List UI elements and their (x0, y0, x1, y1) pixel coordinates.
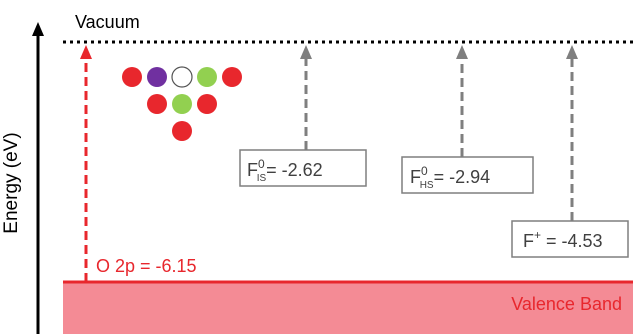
atom-white (171, 66, 193, 88)
level-f-plus: F+ = -4.53 (511, 45, 629, 258)
o2p-arrowhead (80, 45, 92, 59)
f-plus-main: F (523, 231, 534, 251)
f0-hs-value: = -2.94 (434, 167, 491, 187)
f0-hs-sub: HS (420, 180, 434, 191)
f-plus-box (511, 220, 629, 258)
energy-axis-arrowhead (32, 22, 44, 36)
f0-is-box (239, 149, 367, 187)
energy-axis-label: Energy (eV) (1, 132, 22, 233)
f0-is-main: F (247, 160, 258, 180)
f-plus-label: F+ = -4.53 (523, 228, 603, 251)
f0-hs-box (401, 156, 534, 194)
f0-is-sup: 0 (258, 157, 265, 171)
valence-band (63, 281, 633, 334)
f0-is-arrowhead (300, 45, 312, 59)
f-plus-sup: + (534, 228, 541, 242)
f0-hs-arrowhead (456, 45, 468, 59)
atom-green (172, 94, 192, 114)
atom-green (197, 67, 217, 87)
f0-is-value: = -2.62 (266, 160, 323, 180)
atom-red (197, 94, 217, 114)
f0-hs-main: F (410, 167, 421, 187)
atom-red (172, 121, 192, 141)
vacuum-label: Vacuum (75, 12, 140, 32)
valence-band-label: Valence Band (511, 294, 622, 314)
atom-red (147, 94, 167, 114)
f0-is-sub: IS (257, 173, 267, 184)
f-plus-value: = -4.53 (541, 231, 603, 251)
o2p-label: O 2p = -6.15 (96, 256, 197, 276)
atom-red (122, 67, 142, 87)
atom-cluster (122, 66, 242, 141)
f-plus-arrowhead (566, 45, 578, 59)
atom-purple (147, 67, 167, 87)
f0-hs-sup: 0 (421, 164, 428, 178)
atom-red (222, 67, 242, 87)
